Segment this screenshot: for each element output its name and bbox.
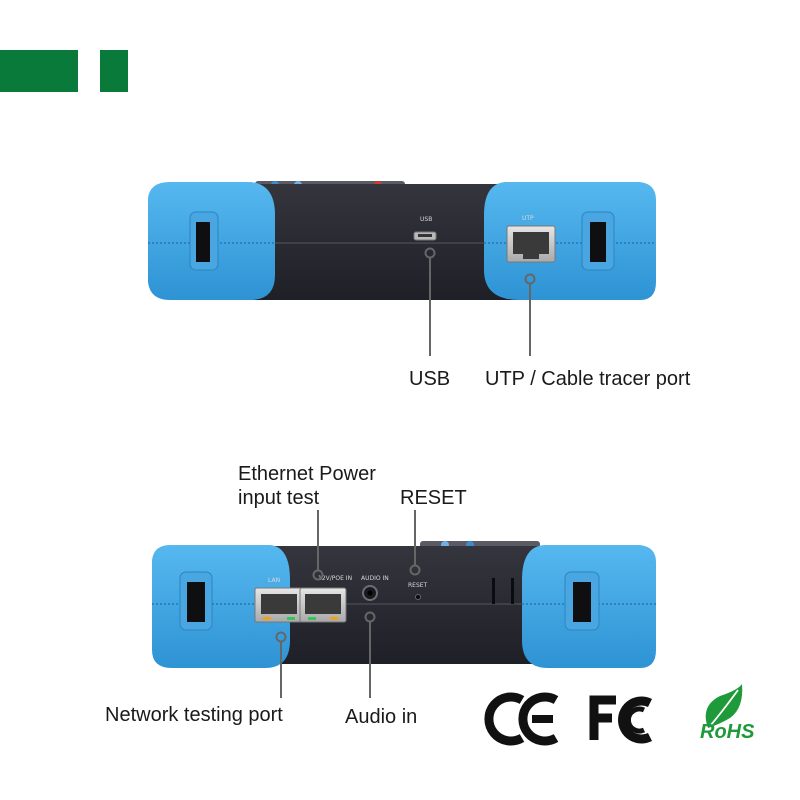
- reset-pinhole-icon: [415, 594, 421, 600]
- rohs-leaf-icon: [705, 684, 743, 728]
- callout-network-port: Network testing port: [105, 704, 283, 726]
- brand-bar-large: [0, 50, 78, 92]
- usb-port-label: USB: [420, 216, 432, 223]
- callout-usb: USB: [409, 368, 451, 390]
- poe-port-label: 12V/POE IN: [318, 575, 352, 582]
- device-top-body: [230, 184, 530, 300]
- reset-port-label: RESET: [408, 582, 428, 589]
- lan-port-label: LAN: [268, 577, 280, 584]
- utp-port-label: UTP: [522, 215, 534, 222]
- right-bumper-top: [484, 182, 656, 300]
- fcc-mark-icon: [589, 695, 653, 744]
- callout-utp-port: UTP / Cable tracer port: [485, 368, 691, 390]
- callout-ethernet-power-line1: Ethernet Power: [238, 463, 376, 485]
- callout-reset: RESET: [400, 487, 467, 509]
- device-top-view: UTP USB: [148, 181, 656, 356]
- device-bottom-view: LAN 12V/POE IN AUDIO IN RESET: [152, 510, 656, 698]
- strap-slot-icon: [590, 222, 606, 262]
- strap-slot-icon: [187, 582, 205, 622]
- brand-bar-small: [100, 50, 128, 92]
- callout-audio-in: Audio in: [345, 706, 418, 728]
- strap-slot-icon: [196, 222, 210, 262]
- rohs-label: RoHS: [700, 721, 755, 743]
- strap-slot-icon: [573, 582, 591, 622]
- audio-port-label: AUDIO IN: [361, 575, 389, 582]
- ce-mark-icon: [484, 692, 559, 746]
- callout-ethernet-power-line2: input test: [238, 487, 320, 509]
